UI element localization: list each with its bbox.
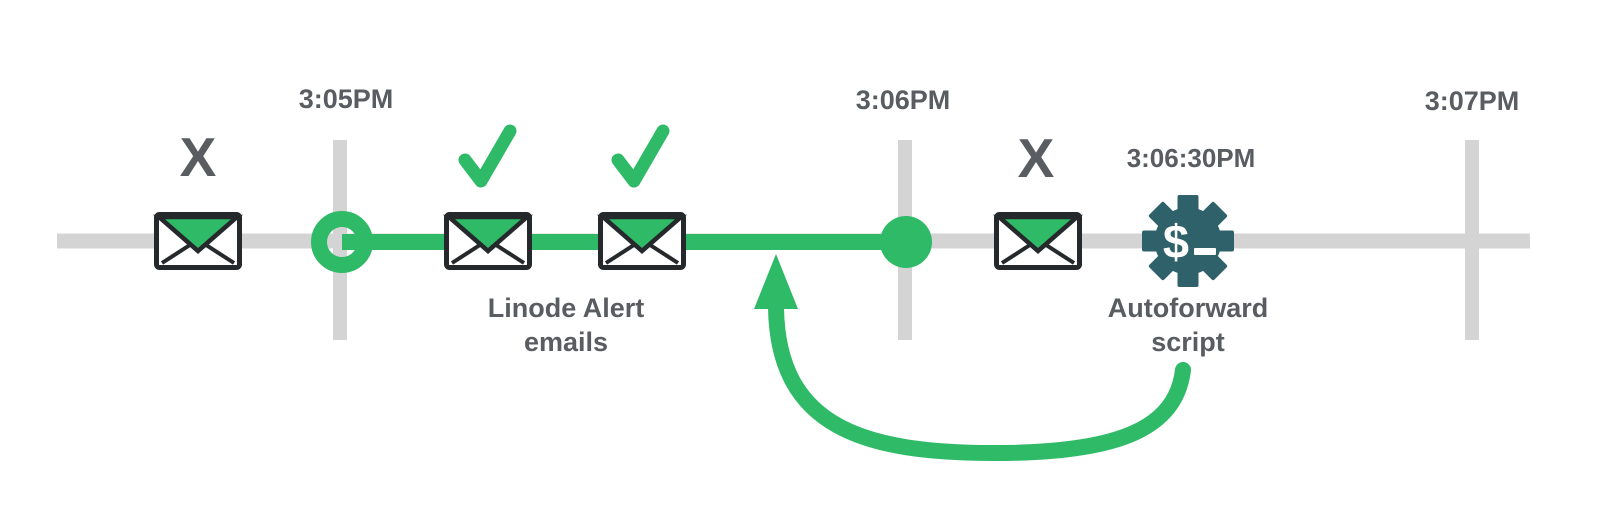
loop-arrow-icon [754,254,1191,462]
envelope-icon [997,215,1080,268]
terminal-cursor-dash [1194,248,1216,255]
timeline-dot [880,216,932,268]
loop-arrow-head [754,254,798,309]
alert-emails-label: Linode Alert emails [488,291,645,359]
envelope-icon [601,215,684,268]
alert-emails-label-line2: emails [523,327,609,357]
envelope-icon [157,215,240,268]
autoforward-script-label-line2: script [1151,327,1225,357]
tick-label-307: 3:07PM [1424,86,1520,116]
alert-emails-label-line1: Linode Alert [487,293,645,323]
tick-label-306: 3:06PM [855,85,951,115]
autoforward-script-label-line1: Autoforward [1107,293,1269,323]
x-mark-left: X [179,126,217,188]
tick-307 [1465,140,1479,340]
envelope-icon [447,215,530,268]
terminal-prompt-symbol: $ [1163,215,1189,268]
tick-label-305: 3:05PM [298,84,394,114]
autoforward-script-label: Autoforward script [1108,291,1268,359]
timeline-ring [311,211,373,273]
check-icon [618,131,663,181]
tick-305 [333,140,347,340]
script-time-label: 3:06:30PM [1126,143,1256,173]
gear-terminal-icon: $ [1142,195,1234,287]
check-icon [465,131,510,181]
x-mark-right: X [1017,127,1055,189]
loop-arrow-curve [768,300,1191,462]
